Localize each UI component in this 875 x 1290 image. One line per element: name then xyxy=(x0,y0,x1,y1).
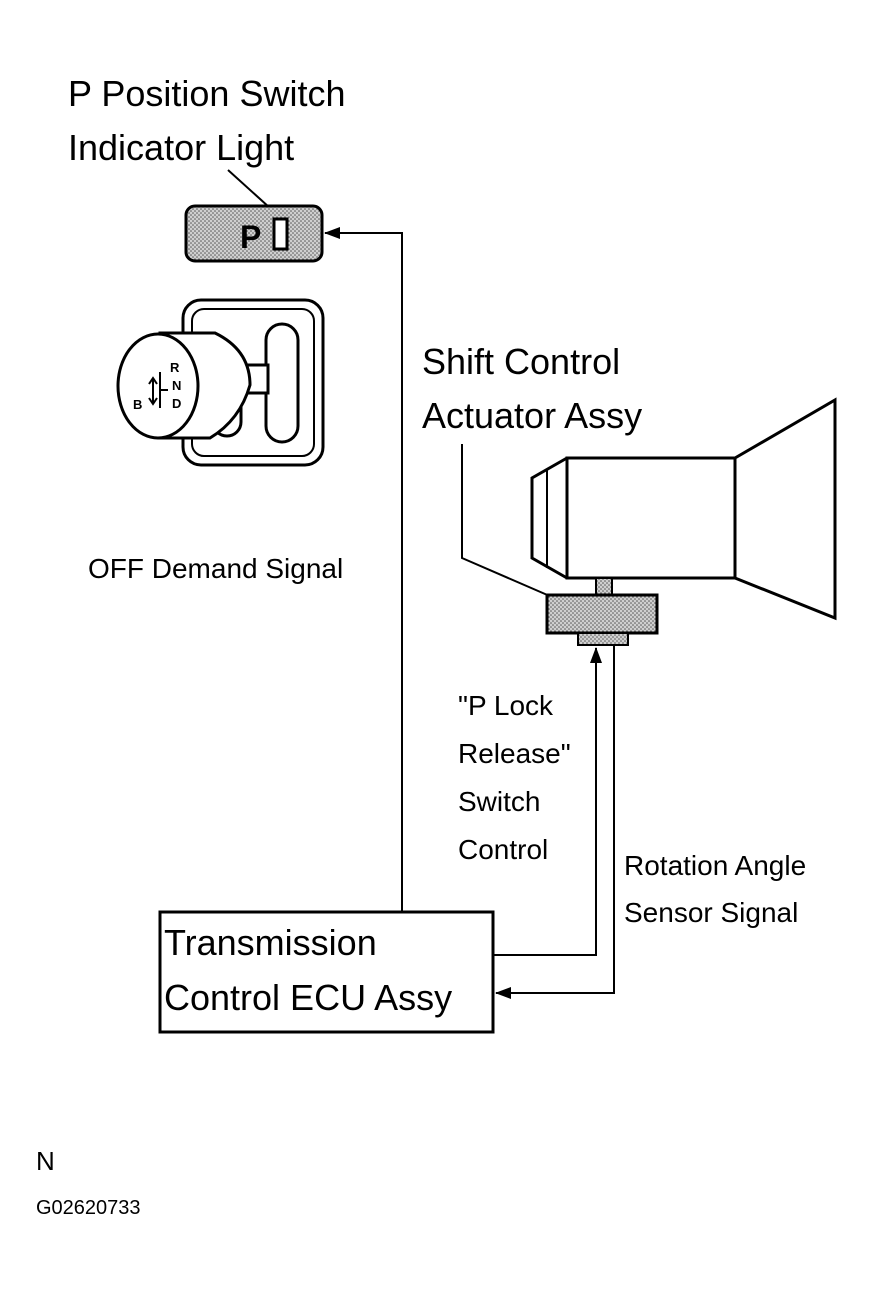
ecu-box xyxy=(158,910,495,1034)
rotation-line1: Rotation Angle xyxy=(624,850,806,881)
knob-arrow-icon xyxy=(148,376,158,406)
knob-gear-d: D xyxy=(172,396,181,411)
actuator-connector xyxy=(545,593,659,635)
rotation-line2: Sensor Signal xyxy=(624,897,798,928)
ecu-line1: Transmission xyxy=(164,922,377,963)
indicator-p-glyph: P xyxy=(240,219,261,255)
knob-gear-n: N xyxy=(172,378,181,393)
p-lock-line4: Control xyxy=(458,834,548,865)
knob-gear-r: R xyxy=(170,360,180,375)
shift-lever-icon: R N D B xyxy=(116,298,325,467)
actuator-title-line1: Shift Control xyxy=(422,341,620,382)
knob-gear-b: B xyxy=(133,397,142,412)
off-demand-signal-wire xyxy=(324,227,403,912)
p-indicator-light: P xyxy=(184,204,324,263)
indicator-leader-line xyxy=(227,169,271,209)
p-lock-release-wire xyxy=(493,647,602,956)
p-lock-line1: "P Lock xyxy=(458,690,554,721)
rotation-angle-wire xyxy=(495,645,615,999)
figure-code: G02620733 xyxy=(36,1197,141,1219)
actuator-title-line2: Actuator Assy xyxy=(422,395,642,436)
actuator-body xyxy=(530,397,837,646)
actuator-leader-line xyxy=(461,444,553,598)
indicator-lamp-icon xyxy=(272,217,289,251)
p-lock-line3: Switch xyxy=(458,786,540,817)
p-lock-line2: Release" xyxy=(458,738,571,769)
corner-letter: N xyxy=(36,1146,55,1176)
ecu-line2: Control ECU Assy xyxy=(164,977,452,1018)
indicator-title-line2: Indicator Light xyxy=(68,127,294,168)
off-demand-label: OFF Demand Signal xyxy=(88,553,343,584)
indicator-title-line1: P Position Switch xyxy=(68,73,345,114)
